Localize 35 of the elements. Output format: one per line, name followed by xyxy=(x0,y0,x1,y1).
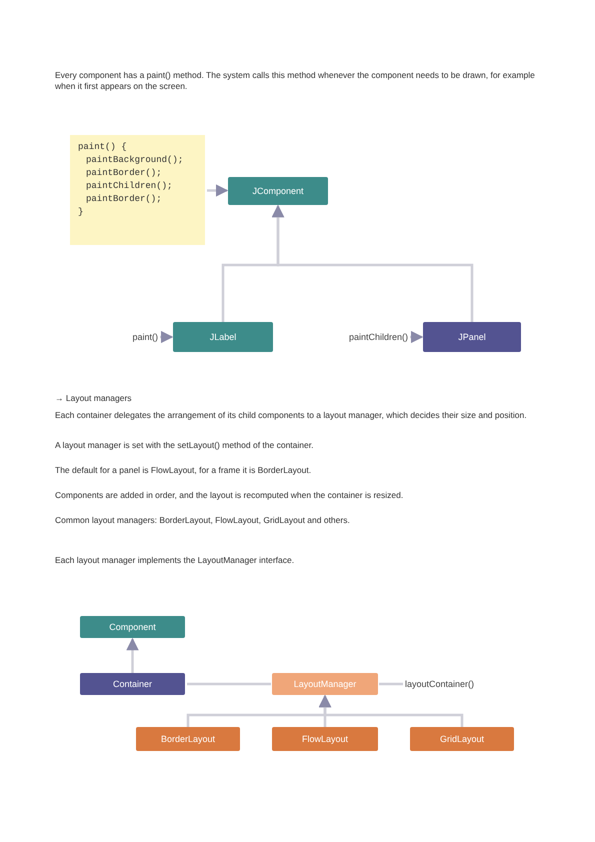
body-paragraph: Common layout managers: BorderLayout, FlowLayout, GridLayout and others. xyxy=(55,515,351,526)
code-line: paintBorder(); xyxy=(85,167,163,180)
class-box: JComponent xyxy=(228,177,328,205)
class-box: JPanel xyxy=(423,322,521,352)
class-box: LayoutManager xyxy=(272,673,378,695)
body-paragraph: Each layout manager implements the LayoutManager interface. xyxy=(55,555,296,566)
code-note xyxy=(70,135,205,245)
body-paragraph: Components are added in order, and the layout is recomputed when the container is resized. xyxy=(55,490,404,502)
method-label: layoutContainer() xyxy=(405,677,530,691)
class-box: Component xyxy=(80,616,185,638)
section-heading: → Layout managers xyxy=(55,393,133,404)
code-line: } xyxy=(78,206,84,220)
body-paragraph: A layout manager is set with the setLayout() method of the container. xyxy=(55,440,314,452)
connector xyxy=(126,638,139,673)
body-paragraph: Each container delegates the arrangement of its child components to a layout manager, which decides their size and position. xyxy=(55,410,528,422)
connector xyxy=(187,682,271,686)
class-box: Container xyxy=(80,673,185,695)
code-line: paintChildren(); xyxy=(85,180,174,194)
intro-paragraph: Every component has a paint() method. The system calls this method whenever the component needs to be drawn, for example when it first appears on the screen. xyxy=(55,70,535,93)
class-box: BorderLayout xyxy=(136,727,240,751)
body-paragraph: The default for a panel is FlowLayout, for a frame it is BorderLayout. xyxy=(55,465,312,476)
method-label: paintChildren() xyxy=(298,330,408,344)
connector xyxy=(207,184,228,197)
connector xyxy=(160,330,174,344)
class-box: FlowLayout xyxy=(272,727,378,751)
connector xyxy=(379,682,403,686)
code-line: paintBorder(); xyxy=(85,193,163,206)
method-label: paint() xyxy=(70,330,158,344)
code-line: paintBackground(); xyxy=(85,154,184,168)
code-line: paint() { xyxy=(78,141,128,154)
connector xyxy=(272,204,474,322)
connector xyxy=(410,330,424,344)
class-box: GridLayout xyxy=(410,727,514,751)
connector xyxy=(318,694,464,727)
class-box: JLabel xyxy=(173,322,273,352)
